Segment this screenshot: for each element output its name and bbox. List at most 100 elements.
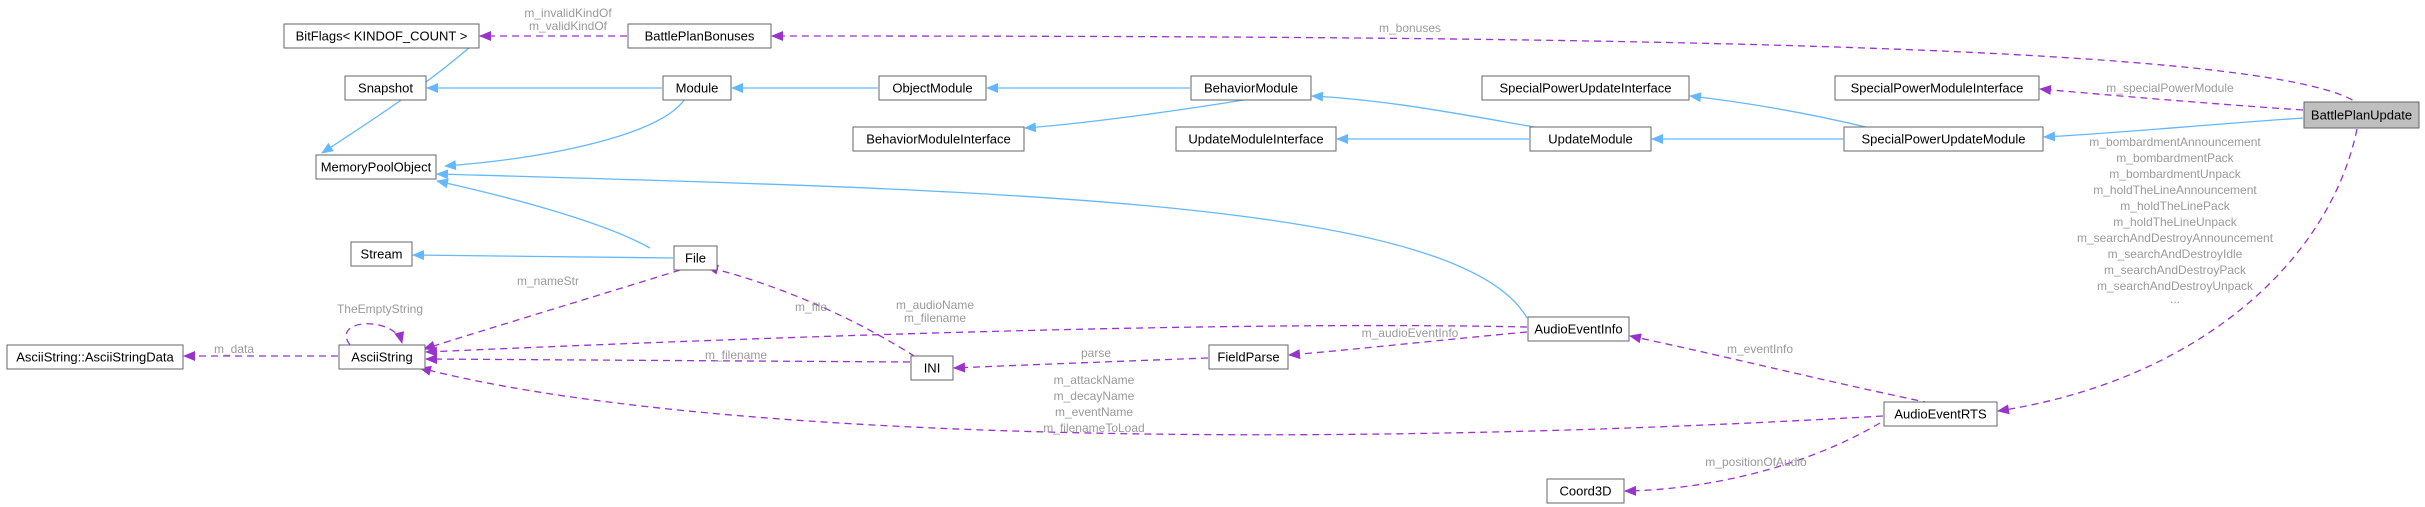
node-ini[interactable]: INI: [910, 355, 954, 381]
bitflags-ref-label: m_invalidKindOf: [524, 6, 612, 20]
ascii-ref-label: m_eventName: [1055, 405, 1133, 419]
svg-text:AudioEventRTS: AudioEventRTS: [1894, 407, 1987, 422]
node-ascii-string[interactable]: AsciiString: [338, 344, 426, 370]
node-memory-pool-object[interactable]: MemoryPoolObject: [315, 154, 437, 180]
svg-text:INI: INI: [924, 361, 941, 376]
svg-text:SpecialPowerUpdateModule: SpecialPowerUpdateModule: [1861, 132, 2025, 147]
edge-file-usage: [706, 264, 926, 364]
node-battle-plan-update[interactable]: BattlePlanUpdate: [2303, 101, 2420, 129]
svg-text:SpecialPowerUpdateInterface: SpecialPowerUpdateInterface: [1500, 81, 1672, 96]
usage-edges: [183, 31, 2363, 496]
svg-text:BehaviorModule: BehaviorModule: [1204, 81, 1298, 96]
edge-module-to-memorypool: [444, 98, 686, 171]
event-info-label: m_eventInfo: [1727, 342, 1793, 356]
file-label: m_file: [795, 300, 827, 314]
svg-text:UpdateModule: UpdateModule: [1548, 132, 1633, 147]
nodes: BitFlags< KINDOF_COUNT > BattlePlanBonus…: [6, 23, 2420, 504]
special-power-module-label: m_specialPowerModule: [2106, 81, 2234, 95]
edge-bpu-to-spum: [2043, 117, 2304, 142]
inheritance-edges: [321, 46, 2304, 319]
node-special-power-module-interface[interactable]: SpecialPowerModuleInterface: [1834, 75, 2040, 101]
svg-text:AsciiString::AsciiStringData: AsciiString::AsciiStringData: [16, 350, 174, 365]
svg-text:FieldParse: FieldParse: [1217, 350, 1279, 365]
edge-file-to-memorypool: [436, 178, 651, 249]
bitflags-ref-label: m_validKindOf: [529, 19, 608, 33]
rts-ref-label: m_searchAndDestroyAnnouncement: [2077, 231, 2274, 245]
svg-text:BehaviorModuleInterface: BehaviorModuleInterface: [866, 132, 1011, 147]
ascii-ref-label: m_attackName: [1054, 373, 1135, 387]
node-special-power-update-interface[interactable]: SpecialPowerUpdateInterface: [1481, 75, 1690, 101]
node-behavior-module[interactable]: BehaviorModule: [1190, 75, 1312, 101]
empty-string-label: TheEmptyString: [337, 302, 423, 316]
node-bitflags[interactable]: BitFlags< KINDOF_COUNT >: [283, 23, 480, 49]
audio-name-label: m_audioName: [896, 298, 974, 312]
parse-label: parse: [1081, 346, 1111, 360]
svg-text:AudioEventInfo: AudioEventInfo: [1534, 322, 1622, 337]
node-ascii-string-data[interactable]: AsciiString::AsciiStringData: [6, 344, 184, 370]
node-special-power-update-module[interactable]: SpecialPowerUpdateModule: [1843, 126, 2044, 152]
rts-ref-label: m_searchAndDestroyUnpack: [2097, 279, 2254, 293]
node-module[interactable]: Module: [662, 75, 732, 101]
svg-text:Stream: Stream: [361, 247, 403, 262]
svg-text:Coord3D: Coord3D: [1559, 484, 1611, 499]
edge-bonuses-to-memorypool: [321, 46, 471, 154]
rts-ref-label: m_holdTheLinePack: [2120, 199, 2230, 213]
ascii-string-ref-labels: m_attackName m_decayName m_eventName m_f…: [1043, 373, 1144, 435]
edge-labels: m_invalidKindOf m_validKindOf m_bonuses …: [214, 6, 2274, 469]
node-stream[interactable]: Stream: [350, 241, 413, 267]
svg-text:Module: Module: [676, 81, 719, 96]
edge-spum-to-spui: [1689, 92, 1871, 129]
node-behavior-module-interface[interactable]: BehaviorModuleInterface: [852, 126, 1025, 152]
audio-name-label: m_filename: [904, 311, 966, 325]
node-snapshot[interactable]: Snapshot: [344, 75, 427, 101]
node-battle-plan-bonuses[interactable]: BattlePlanBonuses: [627, 23, 772, 49]
filename-label: m_filename: [705, 348, 767, 362]
svg-text:BitFlags< KINDOF_COUNT >: BitFlags< KINDOF_COUNT >: [296, 29, 468, 44]
audio-event-info-label: m_audioEventInfo: [1362, 326, 1459, 340]
node-update-module[interactable]: UpdateModule: [1529, 126, 1652, 152]
svg-text:ObjectModule: ObjectModule: [892, 81, 972, 96]
rts-ref-label: m_searchAndDestroyPack: [2104, 263, 2247, 277]
edge-asciistring-refs-usage: [419, 365, 1884, 436]
edge-audioname-usage: [425, 324, 1528, 357]
rts-ref-label: m_bombardmentPack: [2116, 151, 2234, 165]
edge-bonuses-usage: [771, 31, 2363, 108]
svg-text:BattlePlanUpdate: BattlePlanUpdate: [2311, 108, 2412, 123]
node-field-parse[interactable]: FieldParse: [1208, 344, 1289, 370]
rts-ref-label: m_bombardmentUnpack: [2109, 167, 2241, 181]
node-audio-event-rts[interactable]: AudioEventRTS: [1883, 401, 1998, 427]
bonuses-label: m_bonuses: [1379, 21, 1441, 35]
svg-text:File: File: [685, 251, 706, 266]
node-file[interactable]: File: [673, 245, 718, 271]
svg-text:AsciiString: AsciiString: [351, 350, 412, 365]
svg-text:Snapshot: Snapshot: [358, 81, 413, 96]
edge-eventinfo-usage: [1629, 333, 1931, 404]
position-of-audio-label: m_positionOfAudio: [1705, 455, 1807, 469]
node-object-module[interactable]: ObjectModule: [878, 75, 987, 101]
svg-text:BattlePlanBonuses: BattlePlanBonuses: [645, 29, 755, 44]
edge-behaviormodule-to-behaviorinterface: [1024, 98, 1251, 133]
rts-ref-label: m_searchAndDestroyIdle: [2108, 247, 2243, 261]
data-label: m_data: [214, 342, 254, 356]
rts-ref-label: ...: [2170, 292, 2180, 306]
edge-empty-string-loop: [345, 323, 405, 346]
svg-text:MemoryPoolObject: MemoryPoolObject: [321, 160, 432, 175]
ascii-ref-label: m_filenameToLoad: [1043, 421, 1144, 435]
rts-ref-label: m_holdTheLineUnpack: [2113, 215, 2237, 229]
rts-ref-label: m_bombardmentAnnouncement: [2089, 135, 2261, 149]
svg-text:UpdateModuleInterface: UpdateModuleInterface: [1188, 132, 1323, 147]
edge-parse-usage: [953, 357, 1209, 373]
ascii-ref-label: m_decayName: [1054, 389, 1135, 403]
node-coord3d[interactable]: Coord3D: [1546, 478, 1625, 504]
edge-specialpowermodule-usage: [2039, 84, 2304, 111]
node-update-module-interface[interactable]: UpdateModuleInterface: [1175, 126, 1337, 152]
audio-event-rts-ref-labels: m_bombardmentAnnouncement m_bombardmentP…: [2077, 135, 2274, 306]
name-str-label: m_nameStr: [517, 274, 579, 288]
rts-ref-label: m_holdTheLineAnnouncement: [2093, 183, 2257, 197]
edge-audioeventinfo-usage: [1288, 331, 1528, 360]
edge-audioeventinfo-to-memorypool: [436, 169, 1528, 319]
edge-file-to-stream: [412, 250, 674, 261]
svg-text:SpecialPowerModuleInterface: SpecialPowerModuleInterface: [1851, 81, 2024, 96]
node-audio-event-info[interactable]: AudioEventInfo: [1527, 316, 1630, 342]
